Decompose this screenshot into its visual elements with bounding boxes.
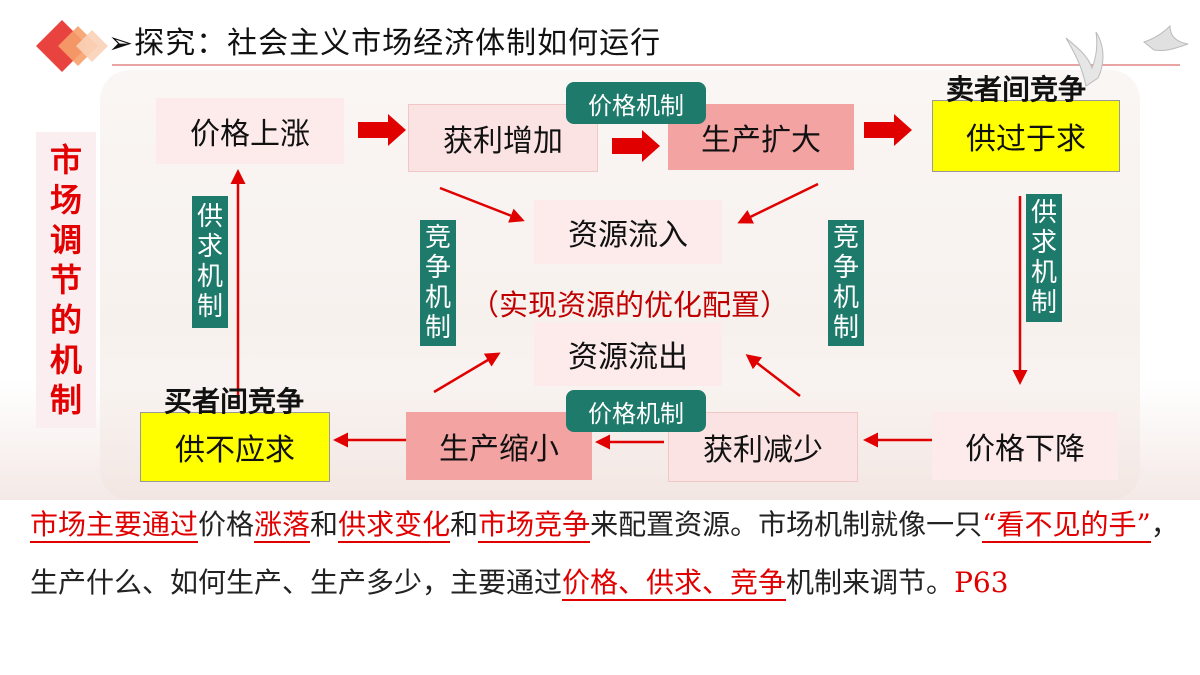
badge-char: 竞: [832, 223, 859, 253]
sidebar-market-regulation: 市 场 调 节 的 机 制: [36, 132, 96, 428]
badge-competition-left: 竞 争 机 制: [420, 220, 456, 346]
box-supply-short-demand: 供不应求: [140, 412, 330, 482]
sidebar-char: 市: [49, 141, 82, 179]
text: 和: [450, 508, 479, 541]
badge-competition-right: 竞 争 机 制: [828, 220, 864, 346]
box-resource-outflow: 资源流出: [534, 322, 722, 386]
box-production-shrink: 生产缩小: [406, 412, 592, 480]
text: 来配置资源。市场机制就像一只: [590, 508, 983, 541]
highlight-text: 市场竞争: [478, 508, 591, 543]
highlight-text: 竞争: [730, 566, 787, 601]
box-price-rise: 价格上涨: [156, 98, 344, 164]
sidebar-char: 机: [49, 341, 82, 379]
arrow-to-resource-out: [745, 354, 801, 397]
badge-price-mechanism-top: 价格机制: [566, 82, 706, 124]
text: ，生产什么、如何生产、生产多少，主要通过: [30, 508, 1179, 599]
logo-diamond-icon: [36, 20, 108, 72]
text: 价格: [198, 508, 255, 541]
block-arrow: [358, 114, 406, 146]
arrow-to-resource-out: [433, 352, 501, 394]
dove-icon: [1065, 31, 1104, 87]
highlight-text: 市场主要通过: [30, 508, 199, 543]
highlight-text: “看不见的手”: [982, 508, 1151, 543]
title-divider: [112, 64, 1180, 66]
box-resource-inflow: 资源流入: [534, 200, 722, 264]
badge-char: 争: [832, 253, 859, 283]
badge-price-mechanism-bottom: 价格机制: [566, 390, 706, 432]
highlight-text: 涨落: [254, 508, 311, 543]
summary-paragraph: 市场主要通过价格涨落和供求变化和市场竞争来配置资源。市场机制就像一只“看不见的手…: [30, 496, 1190, 612]
box-price-fall: 价格下降: [932, 412, 1118, 480]
sidebar-char: 调: [49, 221, 82, 259]
label-seller-competition: 卖者间竞争: [946, 73, 1087, 106]
badge-char: 竞: [424, 223, 451, 253]
badge-char: 求: [1030, 228, 1057, 258]
page-reference: P63: [954, 566, 1009, 599]
arrow-to-resource-in: [439, 186, 525, 223]
arrow-to-resource-in: [737, 182, 819, 224]
dove-small-icon: [1142, 24, 1189, 51]
highlight-text: 价格、供求、: [562, 566, 731, 601]
badge-char: 争: [424, 253, 451, 283]
badge-char: 机: [832, 283, 859, 313]
sidebar-char: 节: [49, 261, 82, 299]
page-title: ➢探究：社会主义市场经济体制如何运行: [108, 26, 662, 61]
badge-char: 供: [196, 202, 223, 232]
highlight-text: 供求变化: [338, 508, 451, 543]
badge-char: 供: [1030, 198, 1057, 228]
badge-char: 求: [196, 232, 223, 262]
text: 机制来调节。: [786, 566, 955, 599]
box-supply-exceeds-demand: 供过于求: [932, 100, 1120, 172]
block-arrow: [864, 114, 912, 146]
sidebar-char: 制: [49, 381, 82, 419]
sidebar-char: 场: [49, 181, 82, 219]
sidebar-char: 的: [49, 301, 82, 339]
badge-char: 制: [196, 292, 223, 322]
badge-char: 机: [196, 262, 223, 292]
badge-char: 制: [1030, 288, 1057, 318]
badge-supply-demand-left: 供 求 机 制: [192, 196, 228, 328]
badge-char: 机: [1030, 258, 1057, 288]
label-buyer-competition: 买者间竞争: [164, 385, 305, 418]
text: 和: [310, 508, 339, 541]
block-arrow: [612, 130, 660, 162]
badge-supply-demand-right: 供 求 机 制: [1026, 194, 1062, 322]
badge-char: 机: [424, 283, 451, 313]
badge-char: 制: [832, 313, 859, 343]
label-optimal-allocation: （实现资源的优化配置）: [470, 288, 790, 322]
badge-char: 制: [424, 313, 451, 343]
